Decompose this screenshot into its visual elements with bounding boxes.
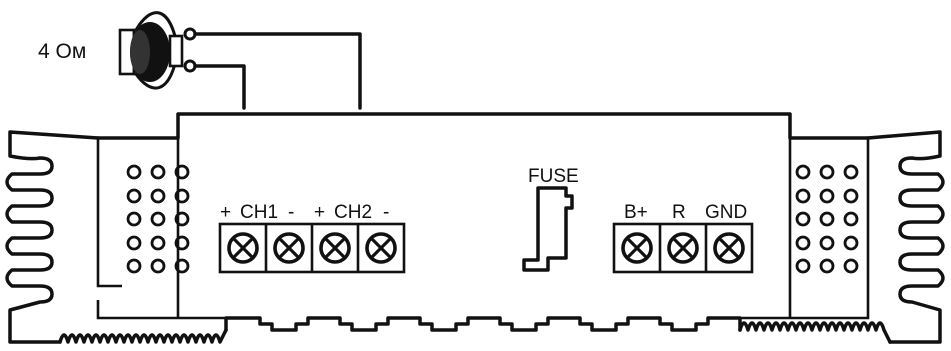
ch1-positive-screw-icon: [227, 232, 259, 264]
ch2-name-label: CH2: [334, 202, 372, 223]
ch1-plus-label: +: [220, 202, 231, 223]
ch2-plus-label: +: [314, 202, 325, 223]
speaker-wire-to-ch1: [193, 64, 246, 110]
speaker-impedance-label: 4 Ом: [38, 40, 86, 63]
speaker-wire-to-ch2: [193, 32, 362, 110]
amplifier-body: [5, 112, 945, 344]
ch1-name-label: CH1: [240, 202, 278, 223]
speaker-output-terminal-block: [218, 222, 406, 274]
speaker-icon: [118, 11, 184, 90]
power-terminal-block: [612, 222, 754, 274]
remote-label: R: [672, 202, 686, 223]
ch2-minus-label: -: [383, 202, 389, 223]
left-vent-grid: [126, 164, 190, 274]
ground-screw-icon: [713, 232, 745, 264]
ch1-minus-label: -: [288, 202, 294, 223]
ch2-positive-screw-icon: [319, 232, 351, 264]
ground-label: GND: [705, 202, 747, 223]
right-vent-grid: [795, 164, 859, 274]
ch2-negative-screw-icon: [365, 232, 397, 264]
remote-screw-icon: [667, 232, 699, 264]
battery-screw-icon: [621, 232, 653, 264]
fuse-label: FUSE: [528, 166, 579, 187]
battery-positive-label: B+: [624, 202, 648, 223]
ch1-negative-screw-icon: [273, 232, 305, 264]
fuse-holder-icon: [522, 186, 574, 272]
